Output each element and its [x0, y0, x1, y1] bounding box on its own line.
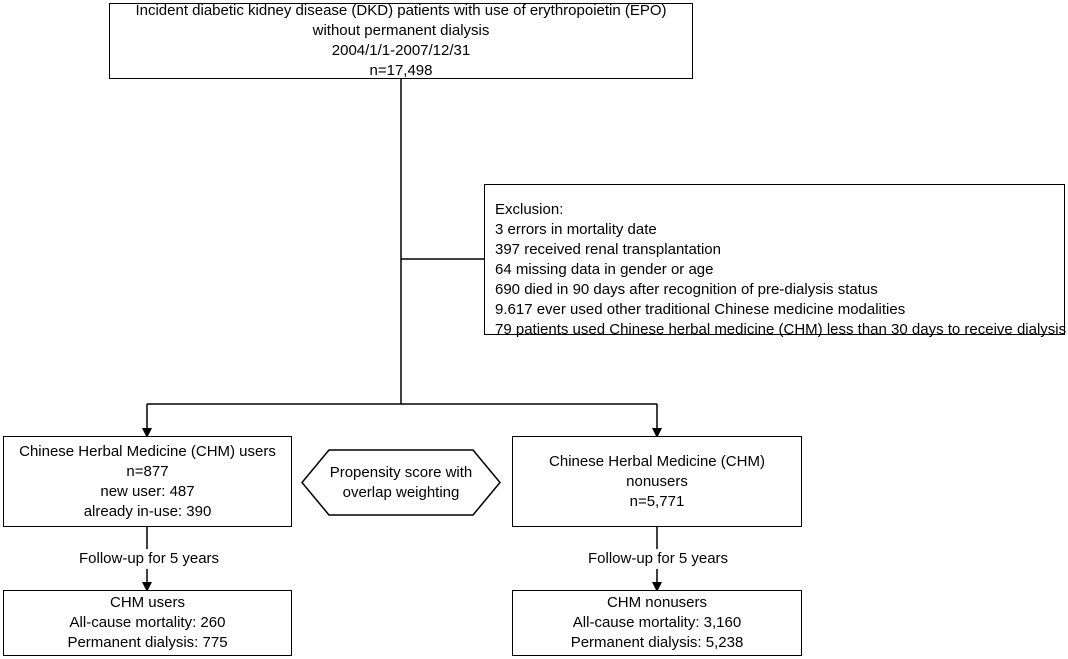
outcome-users-line-2: All-cause mortality: 260: [69, 614, 226, 631]
outcome-nonusers-line-3: Permanent dialysis: 5,238: [570, 634, 744, 651]
outcome-nonusers-line-2: All-cause mortality: 3,160: [572, 614, 742, 631]
chm-nonusers-box: Chinese Herbal Medicine (CHM) nonusers n…: [512, 436, 802, 527]
followup-nonusers-label: Follow-up for 5 years: [586, 549, 731, 569]
chm-nonusers-line-3: n=5,771: [629, 492, 685, 510]
chm-users-box: Chinese Herbal Medicine (CHM) users n=87…: [3, 436, 292, 527]
top-cohort-line-4: n=17,498: [369, 62, 433, 79]
exclusion-item-6: 79 patients used Chinese herbal medicine…: [495, 321, 1067, 338]
propensity-line-1: Propensity score with: [329, 463, 473, 481]
chm-users-line-2: n=877: [126, 462, 169, 480]
outcome-users-box: CHM users All-cause mortality: 260 Perma…: [3, 590, 292, 656]
exclusion-item-2: 397 received renal transplantation: [495, 241, 721, 258]
outcome-users-line-1: CHM users: [109, 594, 185, 611]
hexagon-shape: [301, 449, 501, 516]
exclusion-box: Exclusion: 3 errors in mortality date 39…: [484, 184, 1066, 338]
outcome-users-line-3: Permanent dialysis: 775: [67, 634, 228, 651]
propensity-score-box: Propensity score with overlap weighting: [301, 449, 501, 516]
top-cohort-line-2: without permanent dialysis: [312, 22, 490, 39]
exclusion-title: Exclusion:: [495, 201, 564, 218]
top-cohort-box: Incident diabetic kidney disease (DKD) p…: [109, 2, 693, 79]
chm-nonusers-line-2: nonusers: [626, 472, 688, 490]
chm-users-line-3: new user: 487: [100, 482, 195, 500]
chm-users-line-4: already in-use: 390: [83, 502, 212, 520]
exclusion-item-4: 690 died in 90 days after recognition of…: [495, 281, 878, 298]
exclusion-item-1: 3 errors in mortality date: [495, 221, 657, 238]
exclusion-item-3: 64 missing data in gender or age: [495, 261, 714, 278]
chm-users-line-1: Chinese Herbal Medicine (CHM) users: [19, 442, 276, 460]
propensity-line-2: overlap weighting: [342, 483, 460, 501]
top-cohort-line-3: 2004/1/1-2007/12/31: [331, 42, 471, 59]
top-cohort-line-1: Incident diabetic kidney disease (DKD) p…: [135, 2, 667, 19]
exclusion-item-5: 9.617 ever used other traditional Chines…: [495, 301, 906, 318]
chm-nonusers-line-1: Chinese Herbal Medicine (CHM): [549, 452, 765, 470]
outcome-nonusers-box: CHM nonusers All-cause mortality: 3,160 …: [512, 590, 802, 656]
outcome-nonusers-line-1: CHM nonusers: [606, 594, 708, 611]
followup-users-label: Follow-up for 5 years: [77, 549, 222, 569]
